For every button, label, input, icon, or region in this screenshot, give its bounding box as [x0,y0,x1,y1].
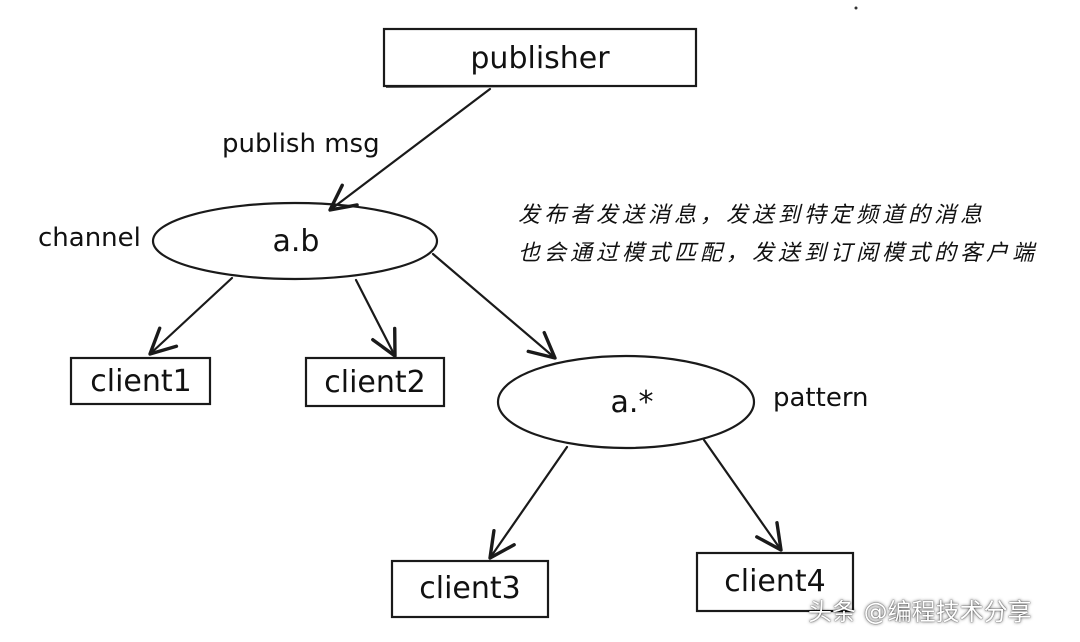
channel-node-label: a.b [273,224,320,259]
annotation-note: 发布者发送消息，发送到特定频道的消息 也会通过模式匹配，发送到订阅模式的客户端 [518,203,1038,266]
client2-label: client2 [324,365,425,400]
client1-node: client1 [69,356,212,406]
publisher-label: publisher [470,41,610,76]
channel-node: a.b [151,201,439,281]
client1-label: client1 [90,364,191,399]
edge-channel-to-client2 [354,278,397,358]
client4-node: client4 [695,551,855,613]
edge-publisher-to-channel [328,87,492,212]
publisher-node: publisher [382,27,698,88]
watermark-text: 头条 @编程技术分享 [808,598,1032,626]
client4-label: client4 [724,564,825,599]
publish-msg-label: publish msg [222,129,380,159]
pattern-node: a.* [496,354,756,450]
channel-side-label: channel [38,223,141,253]
edge-pattern-to-client4 [702,438,783,552]
edge-pattern-to-client3 [488,445,569,560]
client2-node: client2 [304,356,446,408]
stray-dot [854,6,858,10]
pattern-node-label: a.* [611,385,654,420]
edge-channel-to-pattern [431,252,557,360]
pattern-side-label: pattern [773,383,869,413]
edge-channel-to-client1 [148,276,234,356]
note-line-1: 发布者发送消息，发送到特定频道的消息 [518,203,986,228]
client3-node: client3 [390,559,550,619]
note-line-2: 也会通过模式匹配，发送到订阅模式的客户端 [518,241,1038,266]
client3-label: client3 [419,571,520,606]
